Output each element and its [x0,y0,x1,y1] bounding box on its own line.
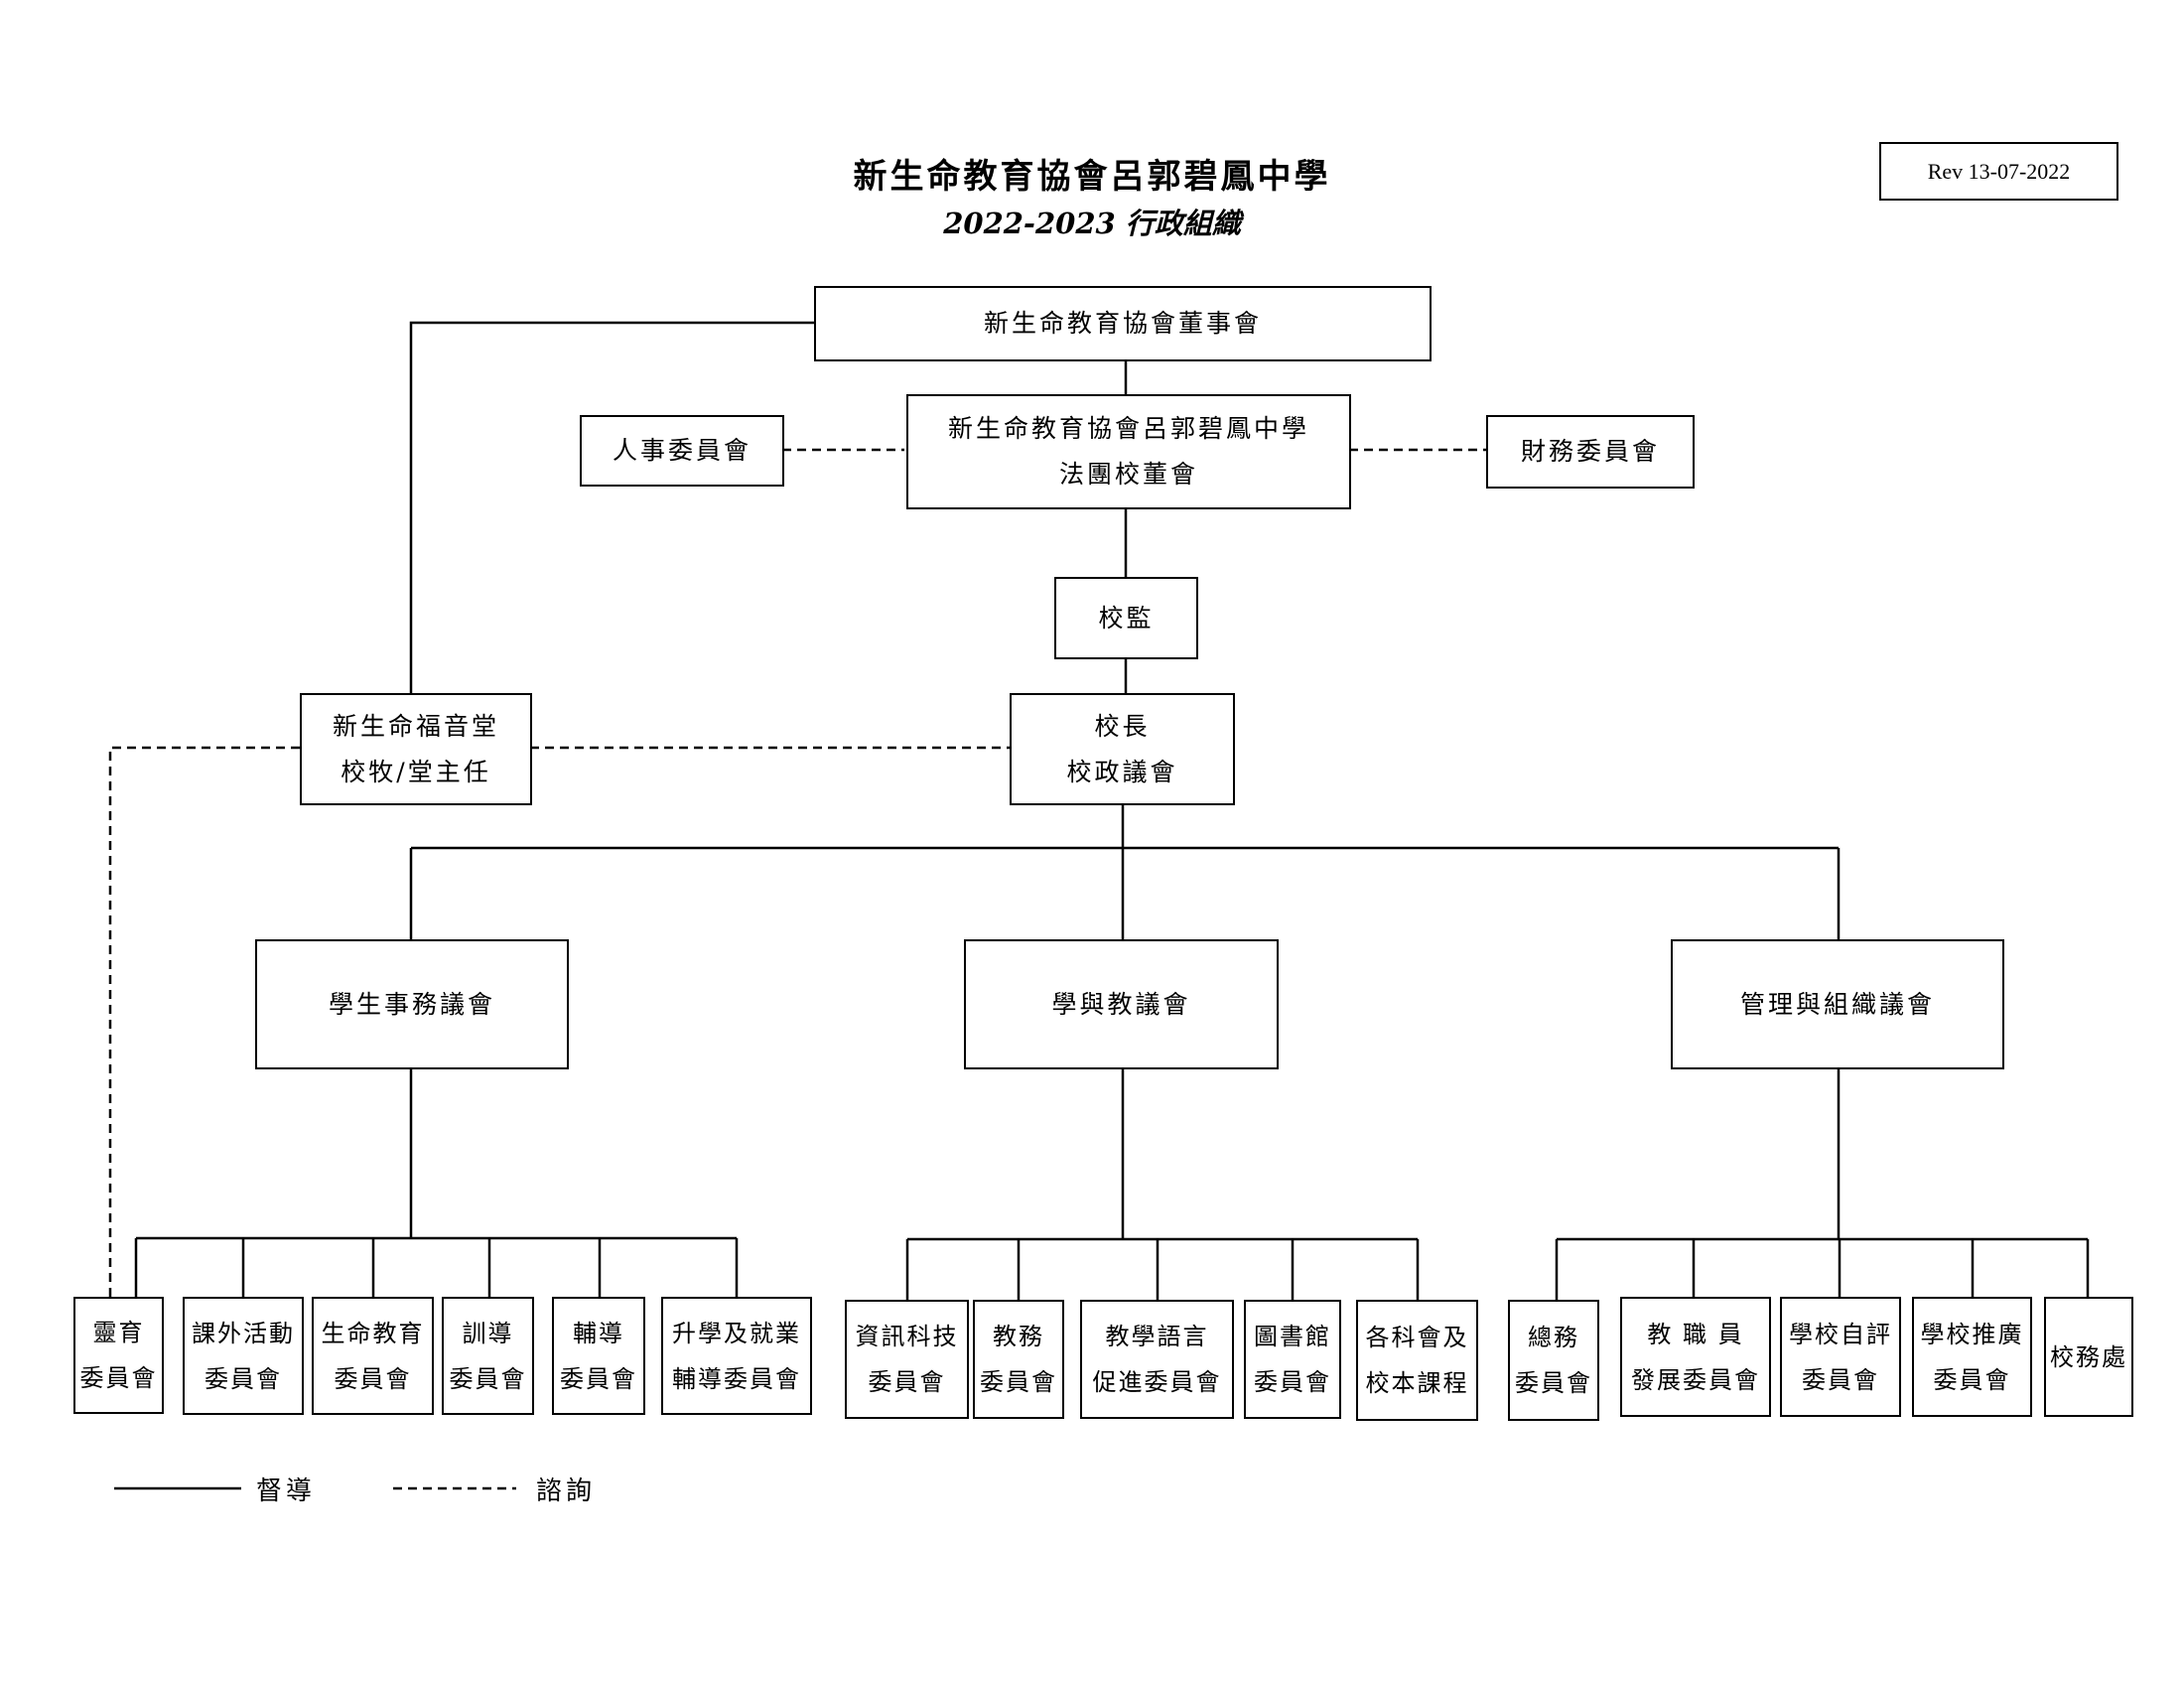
student-affairs-label: 學生事務議會 [328,989,495,1019]
finance-committee-box: 財務委員會 [1486,415,1695,489]
principal-label-line2: 校政議會 [1066,757,1178,786]
committee-label: 訓導 [462,1319,514,1347]
page-subtitle: 2022-2023 行政組織 [943,207,1241,240]
committee-careers: 升學及就業 輔導委員會 [661,1297,812,1415]
committee-general-office: 校務處 [2044,1297,2133,1417]
committee-label: 學校自評 [1789,1320,1892,1348]
committee-self-evaluation: 學校自評 委員會 [1780,1297,1901,1417]
committee-label: 委員會 [868,1368,946,1396]
committee-label: 圖書館 [1254,1323,1331,1350]
legend-dashed-label: 諮詢 [536,1477,597,1506]
committee-label: 校本課程 [1365,1369,1469,1397]
committee-label: 輔導 [573,1319,624,1347]
committee-school-promotion: 學校推廣 委員會 [1912,1297,2032,1417]
supervisor-box: 校監 [1054,577,1198,659]
learning-teaching-council-box: 學與教議會 [964,939,1279,1069]
page-title: 新生命教育協會呂郭碧鳳中學 [853,157,1331,197]
committee-label: 委員會 [1254,1368,1331,1396]
committee-label: 升學及就業 [672,1319,801,1347]
committee-life-education: 生命教育 委員會 [312,1297,434,1415]
board-of-directors-box: 新生命教育協會董事會 [814,286,1432,361]
management-council-box: 管理與組織議會 [1671,939,2004,1069]
committee-label: 委員會 [205,1364,282,1393]
committee-label: 委員會 [1933,1365,2011,1394]
committee-discipline: 訓導 委員會 [442,1297,534,1415]
committee-label: 委員會 [334,1364,412,1393]
principal-label-line1: 校長 [1094,711,1151,741]
board-label: 新生命教育協會董事會 [983,309,1262,338]
committee-label: 學校推廣 [1920,1320,2024,1348]
committee-label: 發展委員會 [1631,1365,1760,1394]
committee-label: 生命教育 [321,1319,425,1347]
student-affairs-council-box: 學生事務議會 [255,939,569,1069]
supervisor-label: 校監 [1098,603,1155,633]
revision-badge: Rev 13-07-2022 [1879,142,2118,201]
imc-label-line1: 新生命教育協會呂郭碧鳳中學 [947,414,1309,443]
committee-spiritual: 靈育 委員會 [73,1297,164,1414]
committee-moi: 教學語言 促進委員會 [1080,1300,1234,1419]
committee-it: 資訊科技 委員會 [845,1300,969,1419]
committee-label: 促進委員會 [1092,1368,1222,1396]
imc-label-line2: 法團校董會 [1058,460,1198,489]
personnel-label: 人事委員會 [612,436,751,465]
finance-label: 財務委員會 [1520,437,1660,466]
committee-label: 校務處 [2050,1342,2127,1371]
committee-general-affairs: 總務 委員會 [1508,1300,1599,1421]
committee-extracurricular: 課外活動 委員會 [183,1297,304,1415]
committee-label: 教學語言 [1105,1323,1209,1350]
line-church-spiritual [108,746,300,1299]
committee-subjects-curriculum: 各科會及 校本課程 [1356,1300,1478,1421]
principal-box: 校長 校政議會 [1010,693,1235,805]
committee-label: 總務 [1528,1324,1579,1351]
committee-library: 圖書館 委員會 [1244,1300,1341,1419]
committee-label: 委員會 [79,1364,158,1392]
line-board-church [409,321,816,695]
committee-label: 教 職 員 [1647,1320,1744,1348]
committee-label: 輔導委員會 [672,1364,801,1393]
management-label: 管理與組織議會 [1739,989,1935,1019]
incorporated-management-committee-box: 新生命教育協會呂郭碧鳳中學 法團校董會 [906,394,1351,509]
learning-teaching-label: 學與教議會 [1051,989,1191,1019]
committee-counselling: 輔導 委員會 [552,1297,645,1415]
committee-academic: 教務 委員會 [973,1300,1064,1419]
committee-label: 資訊科技 [855,1323,959,1350]
church-label-line2: 校牧/堂主任 [341,757,491,786]
committee-label: 課外活動 [192,1319,295,1347]
committee-label: 靈育 [92,1319,145,1346]
committee-label: 委員會 [980,1368,1057,1396]
personnel-committee-box: 人事委員會 [580,415,784,487]
church-label-line1: 新生命福音堂 [332,711,499,741]
committee-staff-development: 教 職 員 發展委員會 [1620,1297,1771,1417]
church-chaplain-box: 新生命福音堂 校牧/堂主任 [300,693,532,805]
committee-label: 委員會 [1802,1365,1879,1394]
committee-label: 教務 [993,1323,1044,1350]
committee-label: 委員會 [449,1364,527,1393]
legend-solid-label: 督導 [256,1477,317,1506]
committee-label: 委員會 [1515,1369,1592,1397]
committee-label: 各科會及 [1365,1324,1469,1351]
committee-label: 委員會 [560,1364,637,1393]
